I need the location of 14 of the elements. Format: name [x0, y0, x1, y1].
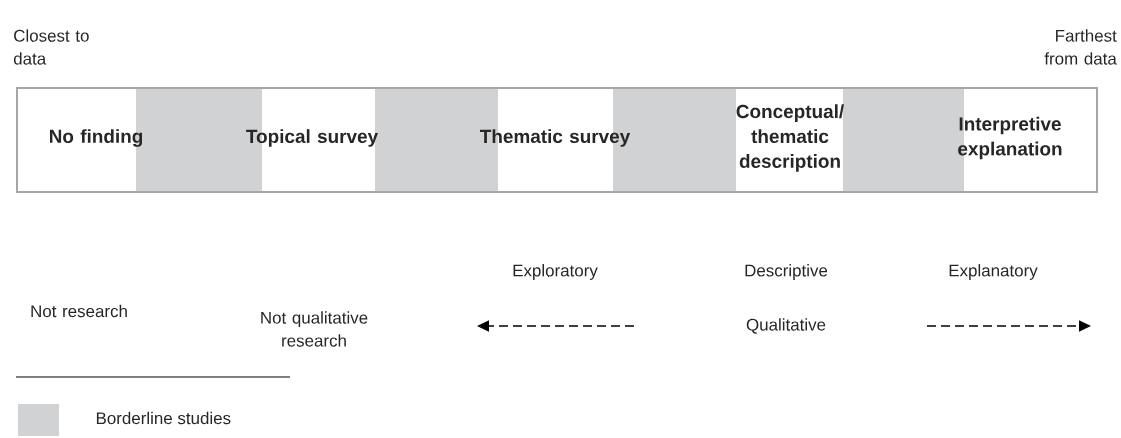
category-label: Conceptual/ thematic description: [736, 104, 844, 172]
category-label: Topical survey: [246, 129, 378, 147]
text-label: Not research: [31, 304, 127, 318]
text-label: Exploratory: [513, 264, 598, 280]
text-label: Not qualitative research: [261, 311, 368, 347]
text-label: Closest to data: [13, 29, 89, 65]
text-label: Descriptive: [745, 264, 828, 280]
category-label: Thematic survey: [480, 129, 631, 147]
category-label: Interpretive explanation: [958, 116, 1062, 160]
legend-label: Borderline studies: [96, 411, 231, 425]
text-label: Explanatory: [949, 264, 1038, 280]
text-label: Farthest from data: [1044, 29, 1117, 65]
text-label: Qualitative: [746, 318, 826, 334]
category-label: No finding: [49, 129, 143, 147]
